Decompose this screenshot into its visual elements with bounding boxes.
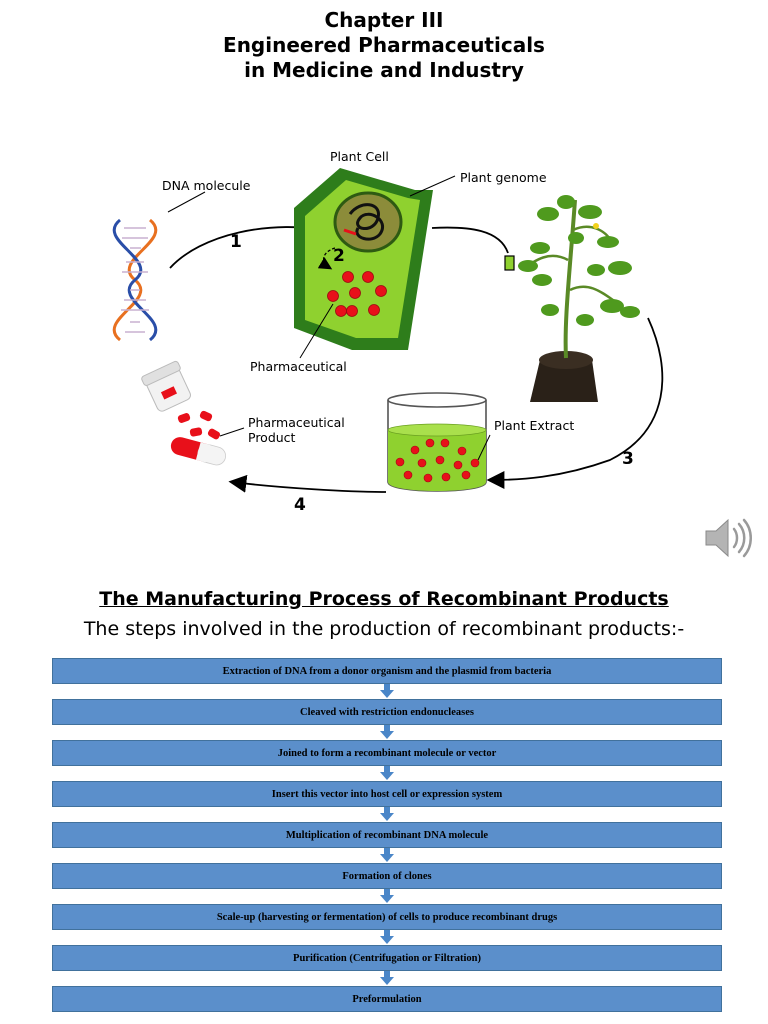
genome-leader-line xyxy=(409,175,456,197)
flow-arrow-icon xyxy=(52,971,722,986)
plant-cell-label: Plant Cell xyxy=(330,149,389,164)
dna-leader-line xyxy=(167,191,206,213)
dna-molecule-label: DNA molecule xyxy=(162,178,251,193)
arrow-step-4 xyxy=(228,474,387,493)
flow-step: Extraction of DNA from a donor organism … xyxy=(52,658,722,684)
plant-icon xyxy=(518,195,640,402)
product-leader-line xyxy=(219,427,245,437)
step-2-label: 2 xyxy=(333,246,345,266)
chapter-title: Chapter III xyxy=(324,8,444,32)
pharmaceutical-leader-line xyxy=(299,303,334,359)
step-4-label: 4 xyxy=(294,495,306,515)
process-flowchart: Extraction of DNA from a donor organism … xyxy=(52,658,722,1012)
chapter-subtitle-1: Engineered Pharmaceuticals xyxy=(223,33,545,57)
flow-arrow-icon xyxy=(52,725,722,740)
flow-step: Scale-up (harvesting or fermentation) of… xyxy=(52,904,722,930)
plant-genome-label: Plant genome xyxy=(460,170,547,185)
pharmaceutical-product-label-line1: Pharmaceutical xyxy=(248,415,345,430)
speaker-icon[interactable] xyxy=(700,510,756,566)
arrow-step-3 xyxy=(486,317,664,489)
plant-extract-beaker xyxy=(387,392,487,492)
flow-arrow-icon xyxy=(52,684,722,699)
explant-icon xyxy=(504,255,515,271)
flow-step: Joined to form a recombinant molecule or… xyxy=(52,740,722,766)
flow-step: Purification (Centrifugation or Filtrati… xyxy=(52,945,722,971)
step-3-label: 3 xyxy=(622,449,634,469)
pills-icon xyxy=(141,360,227,466)
flow-arrow-icon xyxy=(52,807,722,822)
flow-arrow-icon xyxy=(52,848,722,863)
plant-cell xyxy=(294,168,433,350)
title-block: Chapter III Engineered Pharmaceuticals i… xyxy=(0,8,768,83)
pharmaceutical-product-label-line2: Product xyxy=(248,430,296,445)
flow-step: Multiplication of recombinant DNA molecu… xyxy=(52,822,722,848)
flow-step: Formation of clones xyxy=(52,863,722,889)
extract-leader-line xyxy=(477,434,491,461)
dna-icon xyxy=(112,218,158,342)
plant-extract-label: Plant Extract xyxy=(494,418,574,433)
flow-step: Insert this vector into host cell or exp… xyxy=(52,781,722,807)
section-title: The Manufacturing Process of Recombinant… xyxy=(99,588,669,610)
arrow-to-plant xyxy=(431,226,509,254)
pharmaceutical-label: Pharmaceutical xyxy=(250,359,347,374)
plant-pharmaceutical-diagram: DNA molecule 1 Plant Cell Plant genome 2… xyxy=(112,149,664,515)
flow-arrow-icon xyxy=(52,930,722,945)
flow-step: Cleaved with restriction endonucleases xyxy=(52,699,722,725)
pharmaceutical-dots xyxy=(327,271,387,317)
flow-arrow-icon xyxy=(52,766,722,781)
chapter-subtitle-2: in Medicine and Industry xyxy=(244,58,524,82)
section-subtitle: The steps involved in the production of … xyxy=(83,618,685,640)
step-1-label: 1 xyxy=(230,232,242,252)
flow-arrow-icon xyxy=(52,889,722,904)
flow-step: Preformulation xyxy=(52,986,722,1012)
